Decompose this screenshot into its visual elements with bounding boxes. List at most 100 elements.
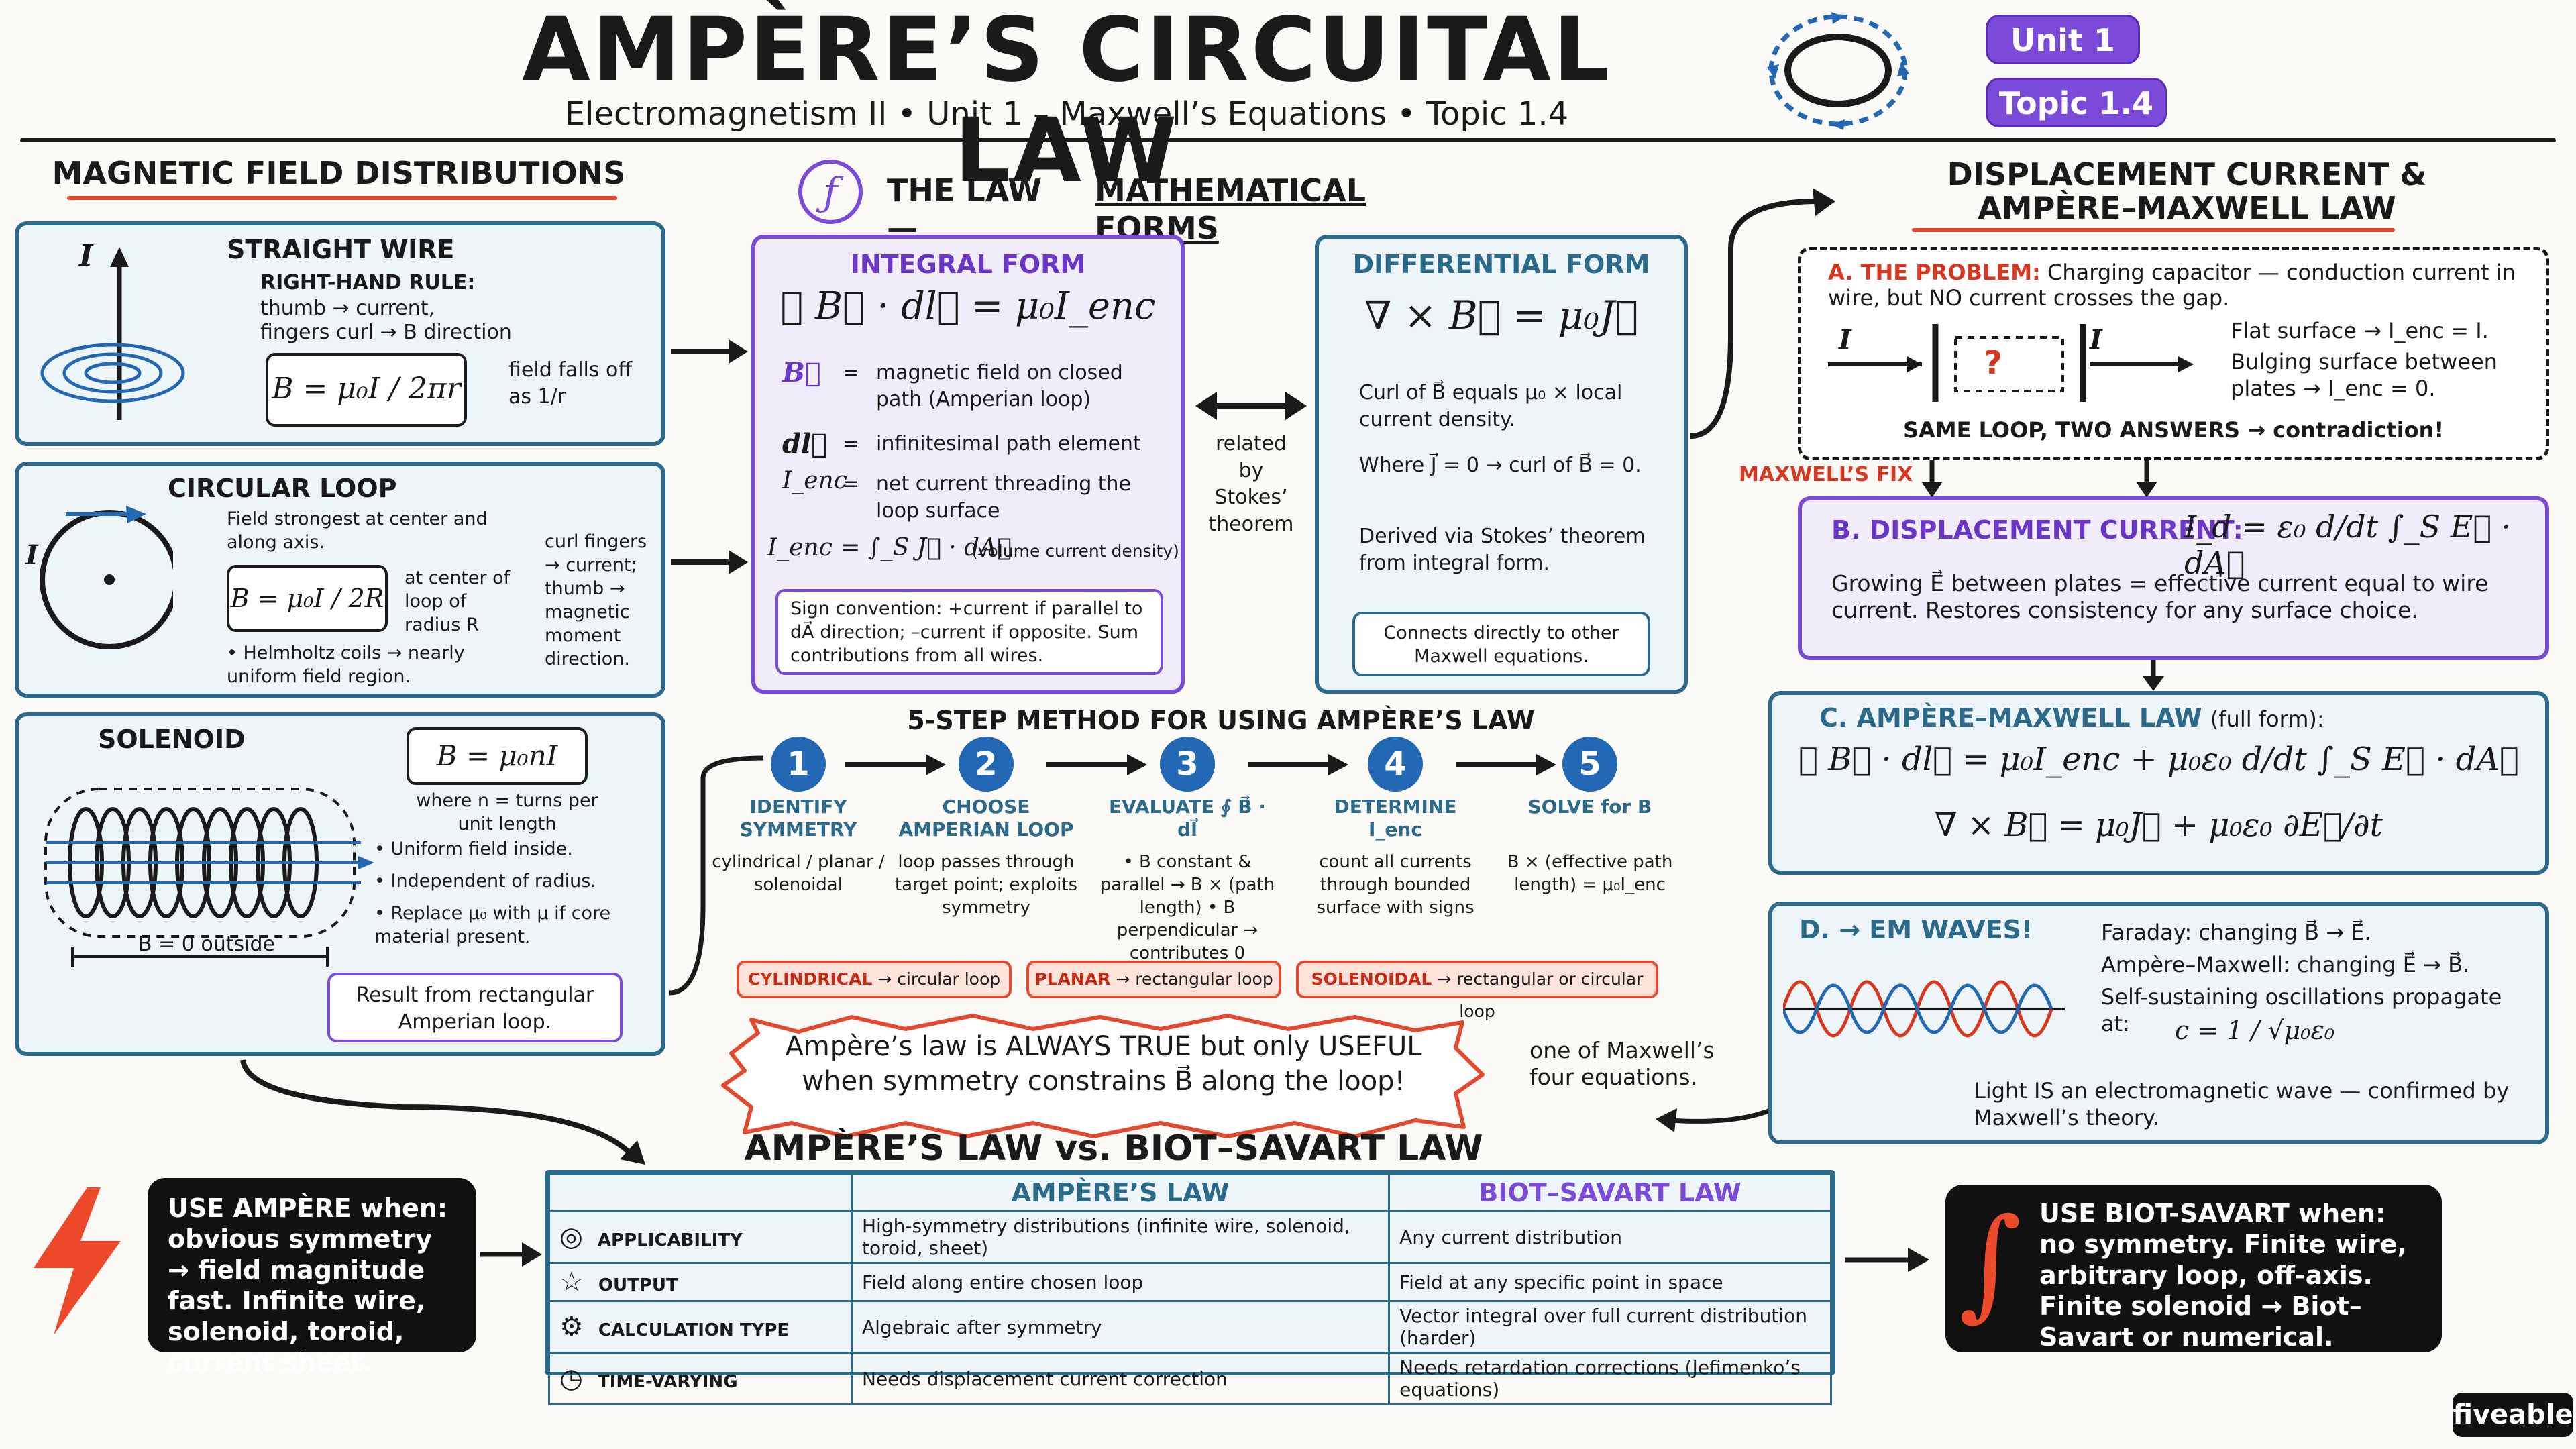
- solenoid-title: SOLENOID: [98, 724, 246, 754]
- left-heading: MAGNETIC FIELD DISTRIBUTIONS: [52, 155, 626, 191]
- biot-savart-cell: Field at any specific point in space: [1388, 1262, 1832, 1302]
- maxwell-equation-note: one of Maxwell’s four equations.: [1529, 1037, 1715, 1090]
- solenoid-bullet-1: • Uniform field inside.: [374, 839, 573, 859]
- differential-form-box: DIFFERENTIAL FORM ∇ × B⃗ = μ₀J⃗ Curl of …: [1315, 235, 1688, 694]
- def-ienc-symbol: I_enc: [782, 467, 847, 494]
- tag-cylindrical-key: CYLINDRICAL: [747, 969, 873, 989]
- tag-solenoidal-val: → rectangular or circular loop: [1437, 969, 1644, 1021]
- current-label: I: [79, 239, 93, 273]
- displacement-box: B. DISPLACEMENT CURRENT: I_d = ε₀ d/dt ∫…: [1798, 496, 2549, 660]
- right-heading-line2: AMPÈRE–MAXWELL LAW: [1978, 190, 2396, 226]
- step-2-circle: 2: [959, 737, 1014, 792]
- step-2-label: CHOOSE AMPERIAN LOOP: [898, 796, 1074, 841]
- def-ienc-text: net current threading the loop surface: [876, 472, 1132, 523]
- def-dl-eq: =: [843, 432, 860, 455]
- solenoid-bullet-2: • Independent of radius.: [374, 871, 596, 892]
- em-waves-title: D. → EM WAVES!: [1799, 915, 2033, 945]
- loop-formula: B = μ₀I / 2R: [227, 565, 388, 632]
- integral-sign-icon: ∫: [1959, 1193, 2022, 1333]
- header-divider: [20, 138, 2556, 142]
- step-3-desc: • B constant & parallel → B × (path leng…: [1099, 852, 1275, 963]
- row-label-cell: ◷TIME-VARYING: [548, 1352, 853, 1405]
- arrow-to-table: [480, 1242, 542, 1267]
- row-label: CALCULATION TYPE: [598, 1320, 790, 1340]
- ampere-cell: Needs displacement current correction: [850, 1352, 1391, 1405]
- diff-para-3: Derived via Stokes’ theorem from integra…: [1359, 525, 1646, 575]
- right-heading-underline: [1912, 228, 2395, 232]
- def-b-text: magnetic field on closed path (Amperian …: [876, 361, 1123, 411]
- steps-title: 5-STEP METHOD FOR USING AMPÈRE’S LAW: [907, 706, 1535, 735]
- solenoid-box: SOLENOID B = μ₀nI where n = turns per un…: [15, 712, 665, 1056]
- em-line-4: Light IS an electromagnetic wave — confi…: [1974, 1078, 2510, 1130]
- ienc-note: (volume current density): [971, 541, 1179, 561]
- def-dl-text: infinitesimal path element: [876, 432, 1141, 455]
- gear-icon: ⚙: [559, 1311, 584, 1342]
- page-subtitle: Electromagnetism II • Unit 1 – Maxwell’s…: [564, 95, 1569, 133]
- step-1-circle: 1: [771, 737, 826, 792]
- bulging-surface-note: Bulging surface between plates → I_enc =…: [2231, 349, 2498, 401]
- rhr-line2: fingers curl → B direction: [260, 321, 512, 344]
- step-4-label: DETERMINE I_enc: [1334, 796, 1457, 841]
- col-ampere-header: AMPÈRE’S LAW: [850, 1173, 1391, 1212]
- rhr-label: RIGHT-HAND RULE:: [260, 271, 476, 294]
- corner-header: [548, 1173, 853, 1212]
- stokes-label: related by Stokes’ theorem: [1208, 432, 1294, 536]
- loop-current-label: I: [25, 539, 38, 571]
- page-title: AMPÈRE’S CIRCUITAL LAW: [521, 0, 1612, 203]
- def-b-eq: =: [843, 361, 860, 384]
- tag-solenoidal: SOLENOIDAL → rectangular or circular loo…: [1296, 961, 1658, 1021]
- loop-desc: Field strongest at center and along axis…: [227, 508, 488, 553]
- field-loop-icon: [1767, 12, 1909, 130]
- disp-down-arrow: [2143, 660, 2164, 691]
- contradiction-note: SAME LOOP, TWO ANSWERS → contradiction!: [1902, 417, 2445, 443]
- row-label: TIME-VARYING: [597, 1372, 738, 1392]
- capacitor-current-right: I: [2090, 324, 2102, 356]
- circular-loop-box: I CIRCULAR LOOP Field strongest at cente…: [15, 462, 665, 698]
- tag-cylindrical-val: → circular loop: [877, 969, 1001, 989]
- loop-note: at center of loop of radius R: [405, 568, 511, 635]
- ampere-maxwell-box: C. AMPÈRE–MAXWELL LAW (full form): ∮ B⃗ …: [1768, 691, 2549, 875]
- tag-cylindrical: CYLINDRICAL → circular loop: [737, 961, 1012, 998]
- differential-formula: ∇ × B⃗ = μ₀J⃗: [1364, 292, 1638, 338]
- function-icon: ƒ: [798, 160, 863, 224]
- flat-surface-note: Flat surface → I_enc = I.: [2231, 318, 2489, 343]
- right-heading-line1: DISPLACEMENT CURRENT &: [1947, 156, 2427, 193]
- diff-para-2: Where J⃗ = 0 → curl of B⃗ = 0.: [1359, 453, 1642, 477]
- question-mark: ?: [1984, 344, 2002, 382]
- target-icon: ◎: [559, 1222, 583, 1252]
- solenoid-where: where n = turns per unit length: [416, 790, 598, 835]
- row-label-cell: ⚙ CALCULATION TYPE: [548, 1300, 853, 1354]
- callout-text: Ampère’s law is ALWAYS TRUE but only USE…: [785, 1031, 1422, 1097]
- displacement-desc: Growing E⃗ between plates = effective cu…: [1831, 570, 2489, 623]
- problem-box: A. THE PROBLEM: Charging capacitor — con…: [1798, 247, 2549, 460]
- steps-arrows: [845, 754, 1556, 775]
- differential-form-title: DIFFERENTIAL FORM: [1352, 250, 1650, 279]
- double-arrow-icon: [1195, 392, 1307, 420]
- connector-arrows-left: [671, 339, 748, 574]
- row-label-cell: ◎APPLICABILITY: [548, 1210, 853, 1264]
- def-dl-symbol: dl⃗: [782, 428, 828, 460]
- unit-badge: Unit 1: [1986, 15, 2140, 64]
- def-b-symbol: B⃗: [782, 357, 821, 388]
- straight-wire-title: STRAIGHT WIRE: [227, 235, 455, 264]
- em-line-2: Ampère–Maxwell: changing E⃗ → B⃗.: [2101, 952, 2470, 977]
- fix-arrows: [1921, 460, 2157, 498]
- problem-intro: A. THE PROBLEM: Charging capacitor — con…: [1828, 260, 2526, 311]
- ampere-maxwell-integral: ∮ B⃗ · dl⃗ = μ₀I_enc + μ₀ε₀ d/dt ∫_S E⃗ …: [1799, 741, 2519, 778]
- use-ampere-box: USE AMPÈRE when: obvious symmetry → fiel…: [148, 1178, 476, 1377]
- step-5-circle: 5: [1562, 737, 1617, 792]
- solenoid-icon: [44, 788, 374, 967]
- tag-planar-val: → rectangular loop: [1116, 969, 1273, 989]
- ampere-maxwell-sub: (full form):: [2210, 706, 2324, 732]
- solenoid-outside: B = 0 outside: [138, 932, 275, 956]
- law-heading-prefix: THE LAW —: [887, 172, 1042, 246]
- arrow-to-biot-savart: [1845, 1248, 1929, 1272]
- capacitor-diagram: [1828, 324, 2194, 402]
- star-icon: ☆: [559, 1267, 584, 1297]
- step-2-desc: loop passes through target point; exploi…: [894, 852, 1078, 918]
- connector-steps-curve: [669, 755, 764, 996]
- solenoid-bullet-3: • Replace μ₀ with μ if core material pre…: [374, 903, 611, 947]
- em-line-1: Faraday: changing B⃗ → E⃗.: [2101, 920, 2371, 945]
